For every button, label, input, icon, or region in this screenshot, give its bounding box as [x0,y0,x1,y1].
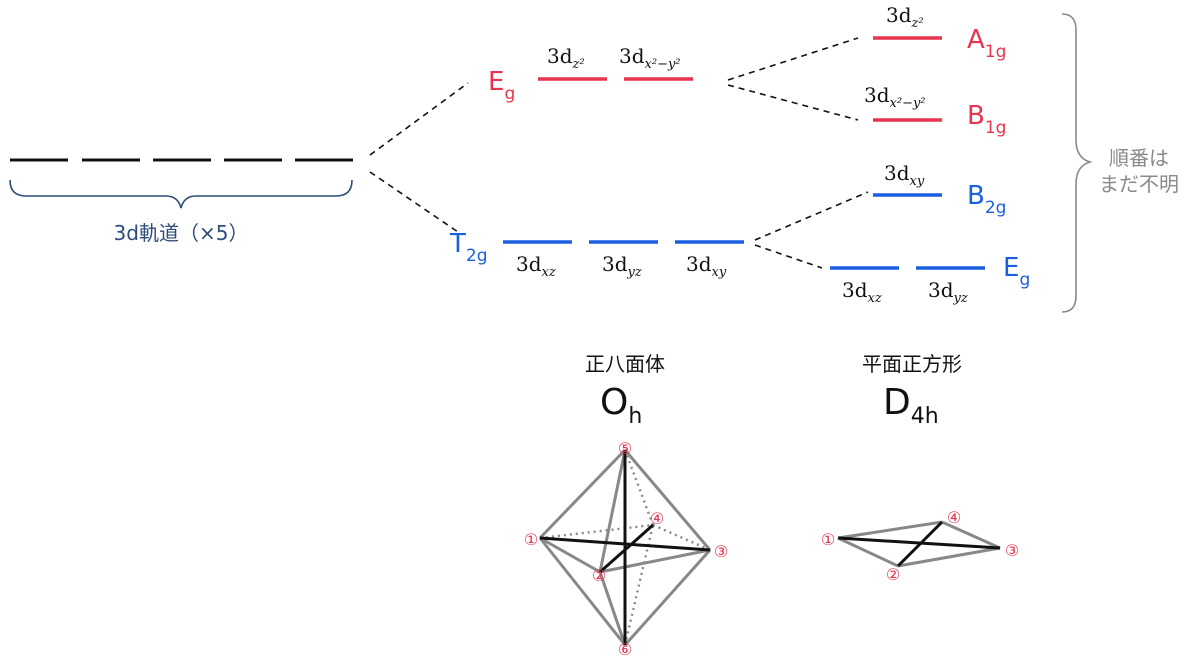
octahedron-marker-right: ③ [714,542,728,561]
square-planar-axes [837,520,1001,568]
square-planar-name: 平面正方形 [862,352,962,376]
orbital-label-d4h-yz: 3dyz [928,278,968,306]
square-planar-edges [837,520,1001,568]
orbital-label-a1g: 3dz² [886,3,924,31]
oh-t2g-label: T2g [449,229,488,266]
order-note-line1: 順番は [1109,146,1169,170]
connector-eg-a1g [727,37,859,81]
square-planar-markers: ④ ① ③ ② [821,508,1019,584]
order-note-line2: まだ不明 [1099,172,1179,196]
octahedron-marker-bottom: ⑥ [618,640,632,659]
orbital-label-oh-yz: 3dyz [602,252,642,280]
octahedron-axes [539,450,711,645]
octahedron-markers: ⑤ ① ④ ③ ② ⑥ [524,439,728,659]
oh-eg-label: Eg [488,67,515,104]
square-planar-marker-front: ② [886,565,900,584]
orbital-label-oh-xy: 3dxy [686,252,727,280]
d4h-b2g-label: B2g [967,181,1006,218]
orbital-label-d4h-xz: 3dxz [842,278,882,306]
square-planar-symbol: D4h [883,382,939,429]
connector-t2g-eg [754,244,823,269]
svg-text:Eg: Eg [488,67,515,104]
orbital-label-b2g: 3dxy [884,161,925,189]
octahedron-marker-back: ④ [650,509,664,528]
octahedron-drawing [538,448,712,647]
octahedron-marker-left: ① [524,530,538,549]
d4h-eg-label: Eg [1003,253,1030,290]
octahedron-name: 正八面体 [585,352,665,376]
square-planar-drawing [837,520,1001,568]
orbital-label-oh-xz: 3dxz [516,252,556,280]
free-ion-brace [9,179,353,209]
orbital-label-oh-x2y2: 3dx²−y² [619,44,681,72]
connector-t2g-b2g [754,191,869,241]
svg-text:T2g: T2g [449,229,488,266]
octahedron-marker-front: ② [592,566,606,585]
correlation-lines [369,37,869,269]
octahedron-symbol: Oh [600,382,642,429]
orbital-label-b1g: 3dx²−y² [864,83,926,111]
d4h-b1g-label: B1g [967,101,1006,138]
connector-to-t2g [369,171,459,233]
free-ion-label: 3d軌道（×5） [114,221,249,245]
orbital-label-oh-z2: 3dz² [547,44,585,72]
connector-to-eg [369,82,469,156]
square-planar-marker-left: ① [821,530,835,549]
connector-eg-b1g [727,84,859,121]
square-planar-marker-right: ③ [1005,541,1019,560]
octahedron-marker-top: ⑤ [618,439,632,458]
square-planar-marker-back: ④ [947,508,961,527]
d4h-a1g-label: A1g [967,25,1006,62]
octahedron-edges [538,448,712,647]
order-brace [1061,13,1093,313]
